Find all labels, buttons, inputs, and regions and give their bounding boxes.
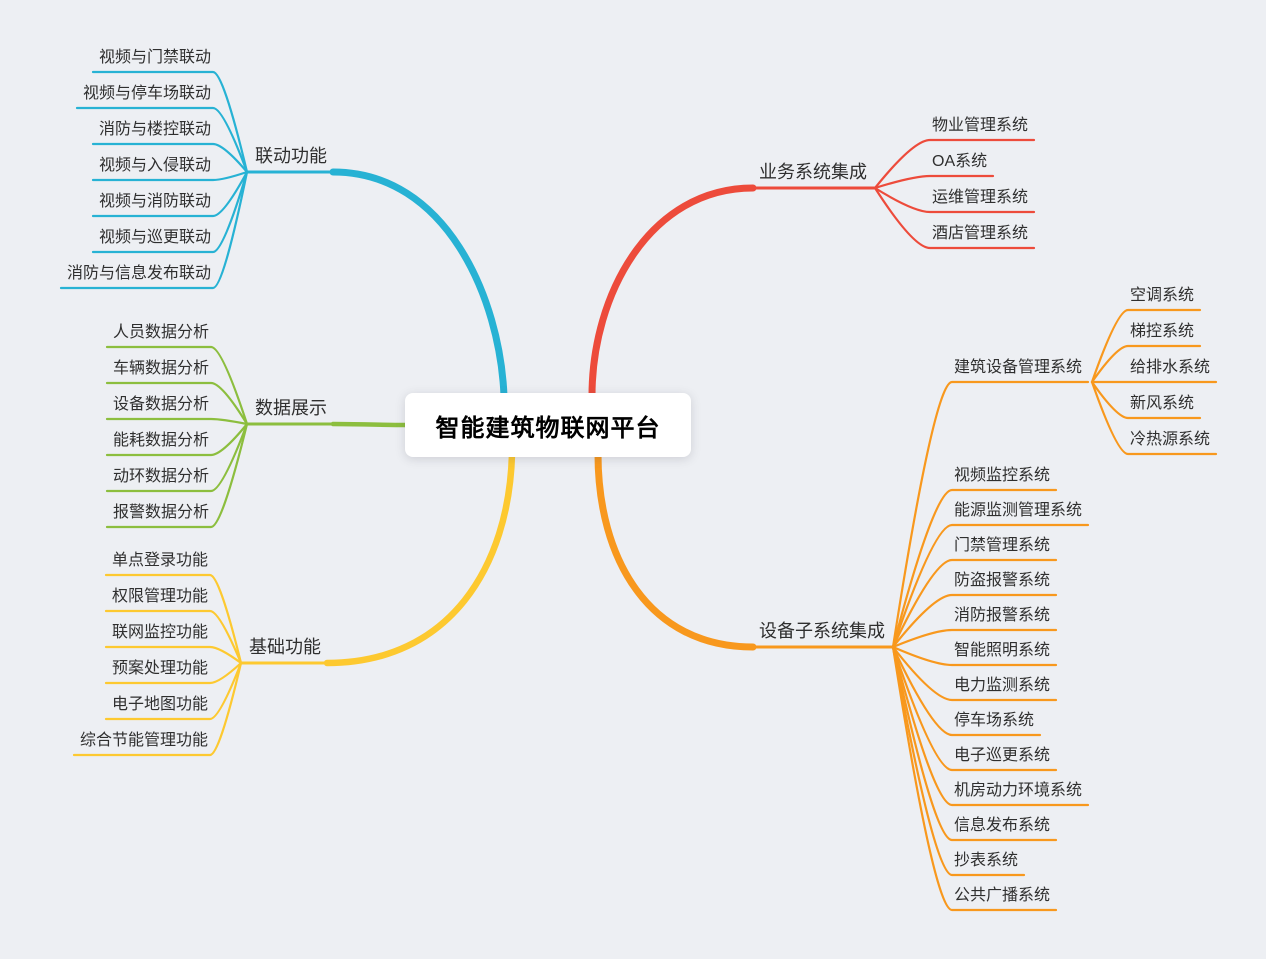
topic-node[interactable]: 车辆数据分析 — [112, 360, 209, 377]
topic-node[interactable]: 设备数据分析 — [112, 396, 209, 413]
node-connector — [72, 661, 243, 757]
branch-curve — [323, 450, 516, 667]
topic-node[interactable]: 能源监测管理系统 — [954, 502, 1083, 519]
topic-node[interactable]: 冷热源系统 — [1130, 431, 1211, 448]
topic-node[interactable]: 视频与入侵联动 — [98, 157, 211, 174]
topic-node[interactable]: 视频与停车场联动 — [82, 85, 211, 102]
topic-node[interactable]: 信息发布系统 — [954, 817, 1051, 834]
central-topic[interactable]: 智能建筑物联网平台 — [405, 393, 691, 457]
node-connector — [105, 422, 249, 529]
topic-node[interactable]: 电子地图功能 — [111, 696, 208, 713]
topic-node[interactable]: 物业管理系统 — [932, 117, 1029, 134]
branch-topic-5[interactable]: 设备子系统集成 — [759, 620, 885, 641]
node-connector — [891, 645, 1026, 877]
branch-topic-1[interactable]: 联动功能 — [255, 145, 327, 166]
topic-node[interactable]: 视频与消防联动 — [98, 193, 211, 210]
topic-node[interactable]: 预案处理功能 — [111, 660, 208, 677]
node-connector — [891, 558, 1058, 649]
topic-node[interactable]: 酒店管理系统 — [932, 225, 1029, 242]
branch-curve — [594, 450, 757, 651]
topic-node[interactable]: 抄表系统 — [954, 852, 1019, 869]
topic-node[interactable]: 机房动力环境系统 — [954, 782, 1083, 799]
topic-node[interactable]: 新风系统 — [1130, 395, 1195, 412]
branch-topic-2[interactable]: 数据展示 — [255, 397, 327, 418]
node-connector — [75, 106, 249, 174]
topic-node[interactable]: 能耗数据分析 — [112, 432, 209, 449]
topic-node[interactable]: 综合节能管理功能 — [79, 732, 208, 749]
topic-node[interactable]: 消防报警系统 — [954, 607, 1051, 624]
node-connector — [873, 186, 1036, 250]
topic-node[interactable]: 动环数据分析 — [112, 468, 209, 485]
node-connector — [91, 170, 249, 254]
topic-node[interactable]: 公共广播系统 — [954, 887, 1051, 904]
topic-node[interactable]: OA系统 — [932, 153, 988, 170]
topic-node[interactable]: 视频与门禁联动 — [98, 49, 211, 66]
branch-topic-3[interactable]: 基础功能 — [249, 636, 321, 657]
node-connector — [91, 170, 249, 182]
node-connector — [105, 345, 249, 426]
node-connector — [891, 645, 1042, 737]
node-connector — [104, 645, 243, 665]
node-connector — [104, 573, 243, 665]
node-connector — [873, 138, 1036, 190]
topic-node[interactable]: 停车场系统 — [954, 712, 1035, 729]
topic-node[interactable]: 空调系统 — [1130, 287, 1195, 304]
node-connector — [105, 417, 249, 426]
node-connector — [1090, 344, 1202, 384]
topic-node[interactable]: 报警数据分析 — [112, 504, 209, 521]
topic-node[interactable]: 电子巡更系统 — [954, 747, 1051, 764]
node-connector — [873, 174, 995, 190]
node-connector — [891, 628, 1058, 649]
topic-node[interactable]: 视频与巡更联动 — [98, 229, 211, 246]
topic-node[interactable]: 建筑设备管理系统 — [954, 359, 1083, 376]
node-connector — [891, 593, 1058, 649]
topic-node[interactable]: 电力监测系统 — [954, 677, 1051, 694]
node-connector — [91, 142, 249, 174]
node-connector — [104, 661, 243, 685]
node-connector — [891, 645, 1058, 772]
node-connector — [891, 645, 1058, 842]
topic-node[interactable]: 单点登录功能 — [111, 552, 208, 569]
node-connector — [104, 661, 243, 721]
node-connector — [1090, 380, 1202, 420]
topic-node[interactable]: 门禁管理系统 — [954, 537, 1051, 554]
node-connector — [891, 380, 1090, 649]
branch-curve — [329, 168, 508, 400]
node-connector — [891, 645, 1058, 912]
node-connector — [891, 645, 1090, 807]
branch-curve — [330, 421, 409, 428]
topic-node[interactable]: 消防与信息发布联动 — [66, 265, 211, 282]
node-connector — [873, 186, 1036, 214]
node-connector — [104, 609, 243, 665]
node-connector — [91, 70, 249, 174]
node-connector — [59, 170, 249, 290]
node-connector — [1090, 380, 1218, 456]
topic-node[interactable]: 智能照明系统 — [954, 642, 1051, 659]
branch-curve — [588, 184, 757, 400]
node-connector — [891, 488, 1058, 649]
node-connector — [105, 422, 249, 457]
topic-node[interactable]: 消防与楼控联动 — [98, 121, 211, 138]
topic-node[interactable]: 防盗报警系统 — [954, 572, 1051, 589]
topic-node[interactable]: 权限管理功能 — [111, 588, 208, 605]
node-connector — [891, 645, 1058, 702]
node-connector — [105, 381, 249, 426]
node-connector — [105, 422, 249, 493]
topic-node[interactable]: 联网监控功能 — [111, 624, 208, 641]
topic-node[interactable]: 梯控系统 — [1130, 323, 1195, 340]
topic-node[interactable]: 运维管理系统 — [932, 189, 1029, 206]
topic-node[interactable]: 人员数据分析 — [112, 324, 209, 341]
topic-node[interactable]: 视频监控系统 — [954, 467, 1051, 484]
node-connector — [91, 170, 249, 218]
branch-topic-4[interactable]: 业务系统集成 — [759, 161, 867, 182]
node-connector — [1090, 308, 1202, 384]
node-connector — [891, 523, 1090, 649]
node-connector — [891, 645, 1058, 667]
topic-node[interactable]: 给排水系统 — [1130, 359, 1211, 376]
